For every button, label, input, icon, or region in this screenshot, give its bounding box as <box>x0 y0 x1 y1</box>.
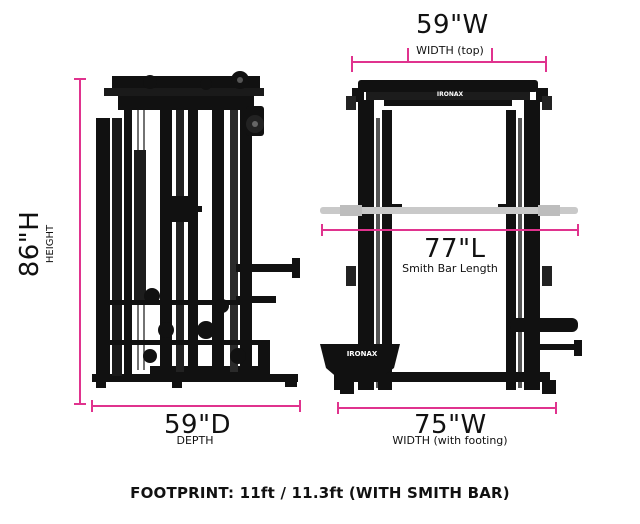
bar-length-label: Smith Bar Length <box>402 262 498 275</box>
footing-width-label: WIDTH (with footing) <box>392 434 508 447</box>
footprint-caption: FOOTPRINT: 11ft / 11.3ft (WITH SMITH BAR… <box>130 484 510 502</box>
bench-logo: IRONAX <box>347 350 378 358</box>
dimension-lines <box>74 48 579 414</box>
top-width-label: WIDTH (top) <box>416 44 484 57</box>
bar-length-value: 77"L <box>424 234 486 264</box>
depth-value: 59"D <box>164 410 232 440</box>
depth-label: DEPTH <box>176 434 214 447</box>
height-label: HEIGHT <box>45 224 56 264</box>
top-width-value: 59"W <box>416 10 489 40</box>
height-value: 86"H <box>15 210 45 278</box>
brand-logo: IRONAX <box>437 91 464 98</box>
side-view-machine <box>92 71 300 388</box>
height-group: 86"H HEIGHT <box>15 204 59 284</box>
footing-width-value: 75"W <box>414 410 487 440</box>
front-view-machine <box>320 80 582 394</box>
